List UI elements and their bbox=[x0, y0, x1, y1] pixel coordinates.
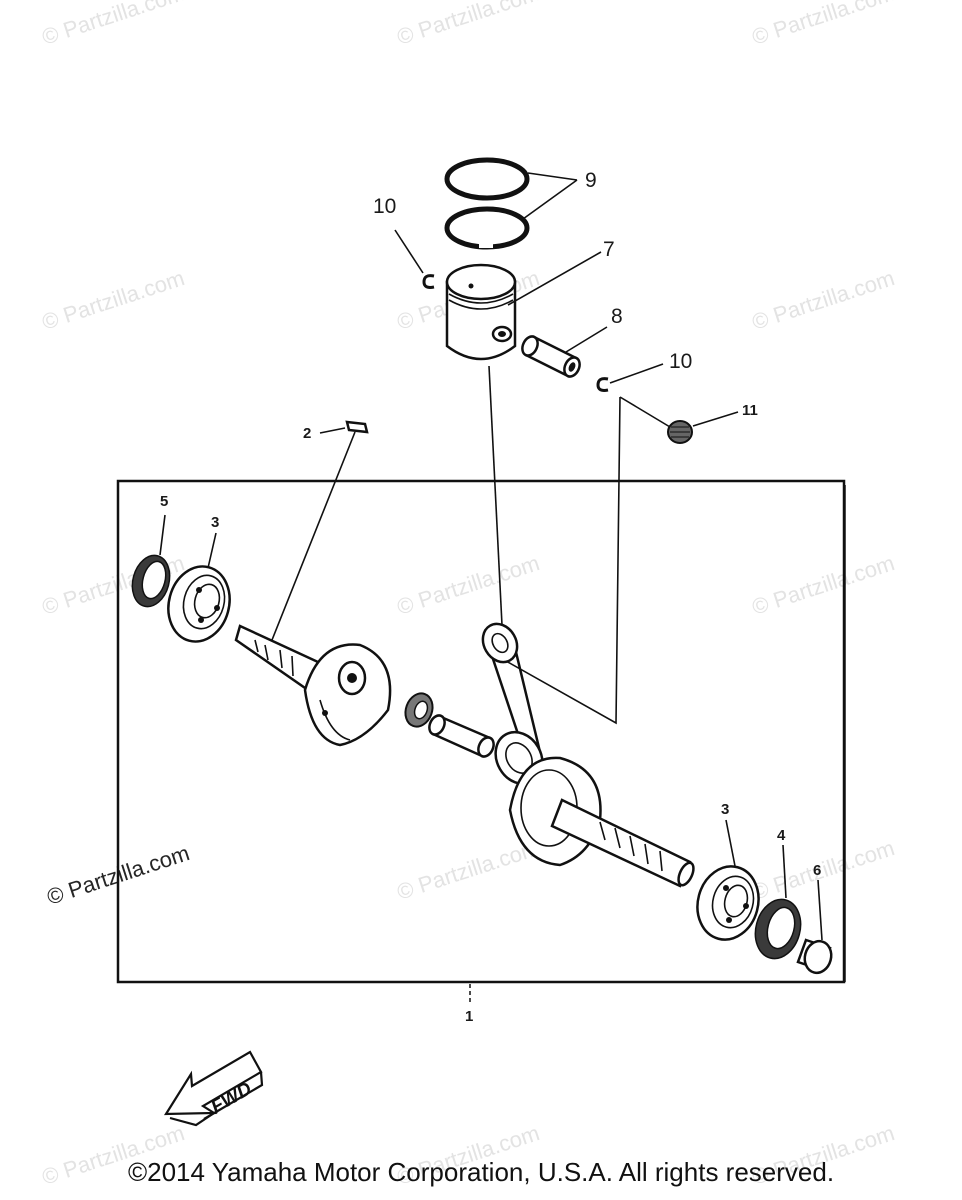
fwd-arrow-icon: FWD bbox=[163, 1050, 264, 1127]
watermark: © Partzilla.com bbox=[749, 835, 898, 905]
callout-9: 9 bbox=[585, 169, 597, 192]
callout-8: 8 bbox=[611, 305, 623, 328]
callout-4: 4 bbox=[777, 827, 786, 844]
watermark: © Partzilla.com bbox=[39, 0, 188, 50]
callout-11: 11 bbox=[742, 402, 758, 419]
watermark: © Partzilla.com bbox=[394, 550, 543, 620]
oil-seal-left bbox=[131, 554, 171, 608]
callout-2: 2 bbox=[303, 425, 311, 442]
copyright-notice: ©2014 Yamaha Motor Corporation, U.S.A. A… bbox=[127, 1157, 835, 1187]
piston-rings bbox=[444, 157, 530, 250]
callout-10-upper: 10 bbox=[373, 195, 396, 218]
watermark: © Partzilla.com bbox=[394, 0, 543, 50]
piston bbox=[445, 263, 517, 361]
crank-half-left bbox=[234, 624, 392, 747]
callout-3-left: 3 bbox=[211, 514, 219, 531]
watermark: © Partzilla.com bbox=[749, 265, 898, 335]
callout-3-right: 3 bbox=[721, 801, 729, 818]
watermark: © Partzilla.com bbox=[749, 550, 898, 620]
watermark: © Partzilla.com bbox=[394, 835, 543, 905]
callout-7: 7 bbox=[603, 238, 615, 261]
callout-labels: 9 10 7 8 10 11 2 5 3 3 4 6 1 bbox=[160, 169, 821, 1025]
crank-half-right bbox=[508, 756, 695, 888]
bearing-right bbox=[696, 865, 760, 941]
piston-pin bbox=[521, 335, 581, 378]
collar bbox=[796, 938, 833, 975]
callout-1: 1 bbox=[465, 1008, 473, 1025]
callout-5: 5 bbox=[160, 493, 168, 510]
oil-seal-right bbox=[754, 898, 802, 960]
crankpin bbox=[404, 692, 495, 758]
watermark: © Partzilla.com bbox=[749, 0, 898, 50]
watermark: © Partzilla.com bbox=[39, 265, 188, 335]
small-end-bearing bbox=[667, 420, 693, 444]
circlips bbox=[422, 274, 609, 392]
leader-lines bbox=[159, 172, 823, 941]
crankshaft-assembly-box bbox=[116, 479, 846, 1002]
callout-10-lower: 10 bbox=[669, 350, 692, 373]
callout-6: 6 bbox=[813, 862, 821, 879]
connecting-rod bbox=[481, 622, 544, 786]
woodruff-key bbox=[345, 420, 369, 434]
